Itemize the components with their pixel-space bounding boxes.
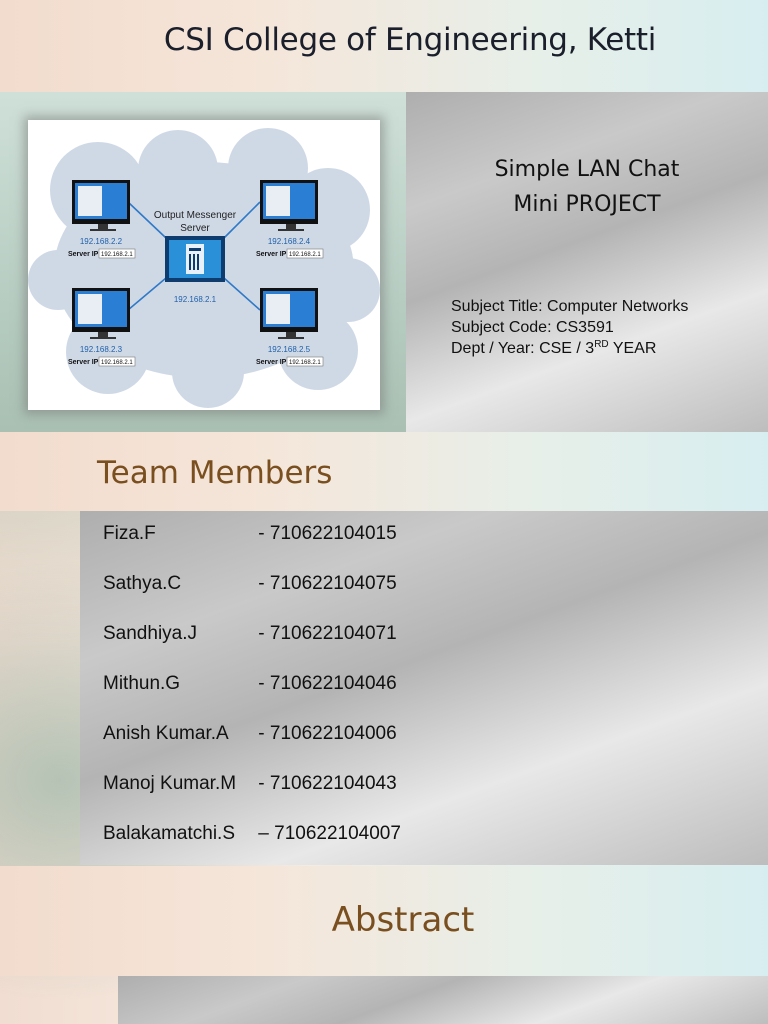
team-heading-band [0,432,768,511]
member-name: Sandhiya.J [103,623,198,644]
team-member-row: Mithun.G - 710622104046 [103,673,397,697]
team-heading: Team Members [97,455,333,491]
member-name: Balakamatchi.S [103,823,236,844]
client-server-ip-value-2: 192.168.2.1 [289,252,321,258]
client-computer-3: 192.168.2.3 Server IP 192.168.2.1 [68,288,136,367]
network-links [127,201,261,311]
project-info-panel [406,92,768,432]
dept-year: Dept / Year: CSE / 3RD YEAR [451,338,761,359]
client-ip-4: 192.168.2.5 [268,345,311,354]
team-member-row: Sathya.C - 710622104075 [103,573,397,597]
network-diagram-svg: Output Messenger Server 192.168.2.1 192.… [28,128,380,408]
network-diagram: Output Messenger Server 192.168.2.1 192.… [28,120,380,410]
abstract-panel [118,976,768,1024]
dept-year-suffix: YEAR [608,340,657,357]
member-id: - 710622104043 [253,773,397,794]
member-id: - 710622104006 [253,723,397,744]
client-computer-1: 192.168.2.2 Server IP 192.168.2.1 [68,180,136,259]
client-server-ip-label-2: Server IP [256,251,287,258]
member-name: Fiza.F [103,523,156,544]
client-server-ip-label-3: Server IP [68,359,99,366]
server-label-line2: Server [180,223,210,234]
abstract-heading-band [0,866,768,976]
member-id: – 710622104007 [253,823,401,844]
project-title-line2: Mini PROJECT [513,192,661,217]
client-computer-2: 192.168.2.4 Server IP 192.168.2.1 [256,180,324,259]
project-title-line1: Simple LAN Chat [494,157,680,182]
client-computer-4: 192.168.2.5 Server IP 192.168.2.1 [256,288,324,367]
client-server-ip-value-4: 192.168.2.1 [289,360,321,366]
client-ip-1: 192.168.2.2 [80,237,123,246]
team-member-row: Anish Kumar.A - 710622104006 [103,723,397,747]
client-server-ip-value-3: 192.168.2.1 [101,360,133,366]
member-id: - 710622104015 [253,523,397,544]
team-member-row: Manoj Kumar.M - 710622104043 [103,773,397,797]
subject-details: Subject Title: Computer Networks Subject… [451,296,761,359]
member-name: Manoj Kumar.M [103,773,237,794]
client-server-ip-label-4: Server IP [256,359,287,366]
team-member-row: Balakamatchi.S – 710622104007 [103,823,401,847]
client-ip-3: 192.168.2.3 [80,345,123,354]
team-member-row: Sandhiya.J - 710622104071 [103,623,397,647]
title-band [0,0,768,92]
team-member-row: Fiza.F - 710622104015 [103,523,397,547]
member-id: - 710622104071 [253,623,397,644]
member-id: - 710622104046 [253,673,397,694]
dept-year-prefix: Dept / Year: CSE / 3 [451,340,595,357]
member-name: Anish Kumar.A [103,723,229,744]
client-server-ip-value-1: 192.168.2.1 [101,252,133,258]
subject-title: Subject Title: Computer Networks [451,298,689,315]
client-ip-2: 192.168.2.4 [268,237,311,246]
server-icon [165,236,225,282]
year-superscript: RD [594,339,609,350]
member-id: - 710622104075 [253,573,397,594]
server-label-line1: Output Messenger [154,210,237,221]
subject-code: Subject Code: CS3591 [451,319,614,336]
project-title: Simple LAN Chat Mini PROJECT [406,152,768,222]
server-ip: 192.168.2.1 [174,295,217,304]
member-name: Mithun.G [103,673,181,694]
client-server-ip-label-1: Server IP [68,251,99,258]
team-panel [80,511,768,865]
college-title: CSI College of Engineering, Ketti [163,22,657,58]
abstract-heading: Abstract [331,900,475,940]
member-name: Sathya.C [103,573,182,594]
